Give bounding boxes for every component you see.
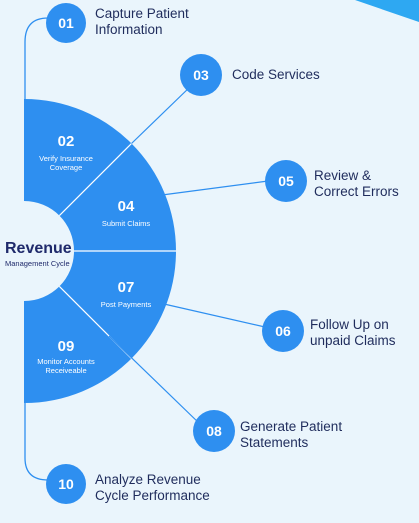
step-06-label-line1: Follow Up on [310, 317, 389, 332]
step-01-label-line2: Information [95, 21, 163, 37]
step-02-text-line1: Verify Insurance [39, 154, 93, 163]
step-07-number: 07 [117, 279, 135, 296]
connector-06 [163, 303, 266, 328]
step-06-badge: 06 [262, 310, 304, 352]
segment-09 [24, 286, 132, 403]
step-02-text-line2: Coverage [49, 163, 83, 173]
outer-connector-line [24, 17, 49, 481]
step-01-label-line1: Capture Patient [95, 6, 189, 21]
step-09-number: 09 [57, 338, 75, 355]
step-connectors [108, 84, 269, 426]
step-03-label: Code Services [232, 67, 320, 83]
connector-05 [161, 180, 269, 196]
step-05-badge: 05 [265, 160, 307, 202]
step-08-label-line1: Generate Patient [240, 419, 343, 434]
step-04-text: Submit Claims [71, 219, 181, 228]
step-07-text: Post Payments [71, 300, 181, 309]
step-10-label-line1: Analyze Revenue [95, 472, 201, 487]
step-06-label: Follow Up on unpaid Claims [310, 317, 396, 349]
step-02-number: 02 [57, 133, 75, 150]
step-05-label-line2: Correct Errors [314, 183, 399, 199]
step-01-label: Capture Patient Information [95, 6, 189, 38]
step-04-text-line1: Submit Claims [101, 219, 151, 228]
step-09-text-line1: Monitor Accounts [37, 357, 95, 366]
step-04-number: 04 [117, 198, 135, 215]
segment-02 [24, 98, 132, 216]
segment-04 [59, 143, 176, 251]
step-10-label: Analyze Revenue Cycle Performance [95, 472, 210, 504]
hub-subtitle: Management Cycle [5, 259, 70, 268]
hub-title: Revenue [5, 240, 72, 257]
step-06-label-line2: unpaid Claims [310, 332, 396, 348]
step-03-label-line1: Code Services [232, 67, 320, 82]
step-10-label-line2: Cycle Performance [95, 487, 210, 503]
step-02-text: Verify Insurance Coverage [11, 154, 121, 173]
segment-07 [59, 251, 177, 359]
step-09-text: Monitor Accounts Receiveable [11, 357, 121, 376]
step-10-badge: 10 [46, 464, 86, 504]
step-03-badge: 03 [180, 54, 222, 96]
step-07-text-line1: Post Payments [100, 300, 152, 309]
connector-03 [131, 84, 193, 144]
step-01-badge: 01 [46, 3, 86, 43]
connector-08 [108, 335, 202, 426]
corner-accent [355, 0, 419, 22]
step-08-label: Generate Patient Statements [240, 419, 342, 451]
step-05-label-line1: Review & [314, 168, 372, 183]
step-08-label-line2: Statements [240, 434, 309, 450]
step-05-label: Review & Correct Errors [314, 168, 399, 200]
step-08-badge: 08 [193, 410, 235, 452]
step-09-text-line2: Receiveable [45, 366, 87, 376]
